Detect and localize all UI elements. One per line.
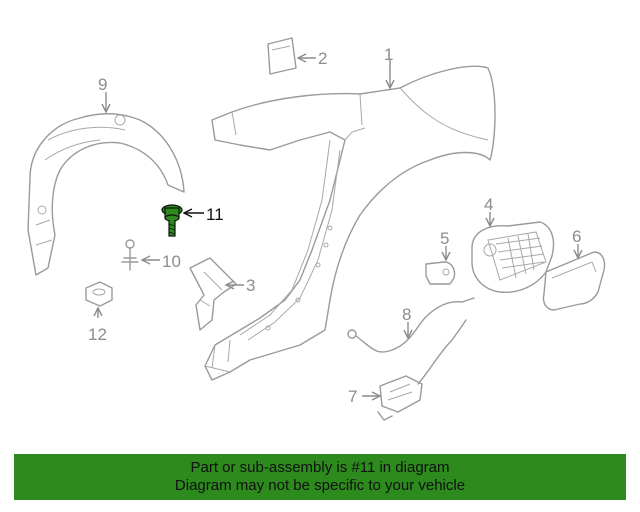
bolt-part-11[interactable] [161,204,183,237]
callout-6: 6 [572,227,581,246]
callout-5: 5 [440,229,449,248]
callout-9: 9 [98,75,107,94]
fuel-door-part[interactable] [542,251,606,311]
callout-1: 1 [384,45,393,64]
callout-4: 4 [484,195,493,214]
bracket-part[interactable] [189,257,237,331]
banner-line-1: Part or sub-assembly is #11 in diagram [190,459,450,476]
parts-diagram: 1 2 9 11 10 12 [27,37,606,421]
callout-3: 3 [246,276,255,295]
actuator-bracket-part[interactable] [425,261,456,285]
callout-10: 10 [162,252,181,271]
actuator-part[interactable] [377,319,467,421]
callout-7: 7 [348,387,357,406]
callout-12: 12 [88,325,107,344]
callout-2: 2 [318,49,327,68]
push-clip-part[interactable] [121,239,139,271]
callout-8: 8 [402,305,411,324]
fuel-filler-housing-part[interactable] [471,221,555,293]
wheel-liner-part[interactable] [27,113,185,276]
nut-part[interactable] [85,281,113,307]
banner-line-2: Diagram may not be specific to your vehi… [174,477,466,494]
patch-part[interactable] [267,37,297,75]
quarter-panel-part[interactable] [204,65,496,381]
release-cable-part[interactable] [347,297,475,353]
callout-11: 11 [206,205,224,224]
fitment-notice-banner: Part or sub-assembly is #11 in diagram D… [14,454,626,500]
